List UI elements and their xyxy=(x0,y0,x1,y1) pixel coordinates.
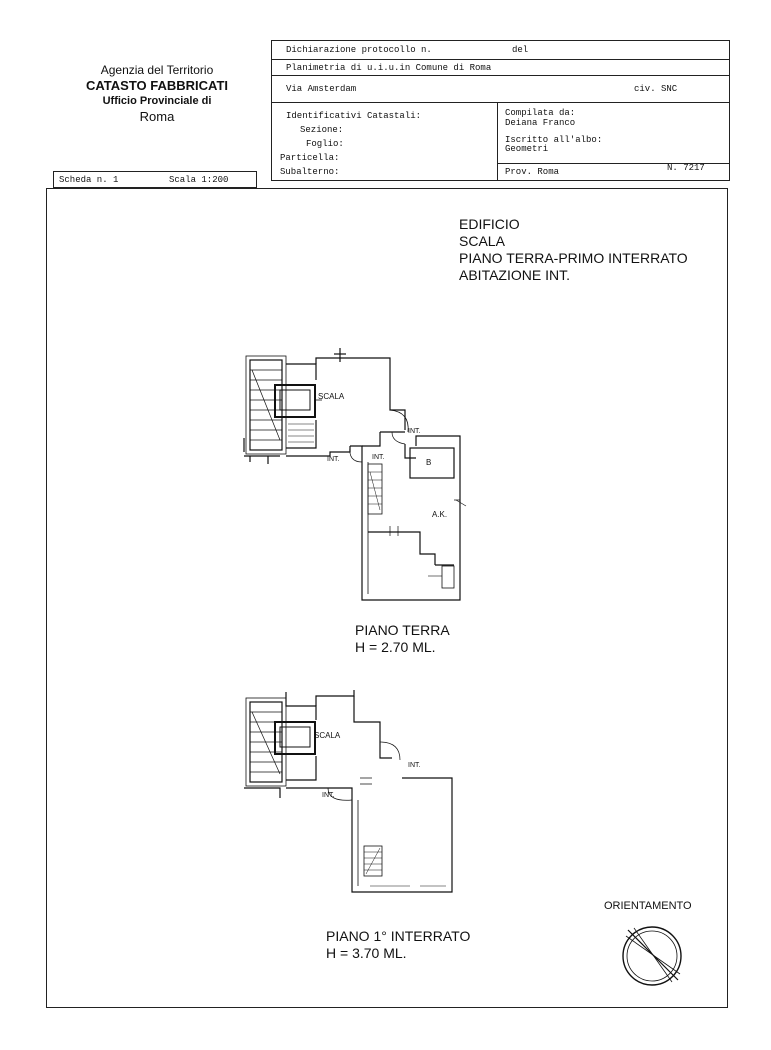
agency-office: Ufficio Provinciale di xyxy=(102,95,212,107)
orientation-label: ORIENTAMENTO xyxy=(604,900,692,912)
divider xyxy=(272,75,729,76)
subalterno-label: Subalterno: xyxy=(280,167,340,177)
plan2-scala-label: SCALA xyxy=(314,731,341,740)
stair-block xyxy=(249,359,283,451)
plan1-int-mid: INT. xyxy=(372,454,385,461)
address: Via Amsterdam xyxy=(286,84,357,94)
plan1-room-ak: A.K. xyxy=(432,510,448,519)
compilata-value: Deiana Franco xyxy=(505,118,576,128)
plan2-int-left: INT. xyxy=(322,792,335,799)
planimetria-label: Planimetria di u.i.u.in Comune di Roma xyxy=(286,63,492,73)
divider xyxy=(272,102,729,103)
title-edificio: EDIFICIO xyxy=(459,216,520,232)
title-floors: PIANO TERRA-PRIMO INTERRATO xyxy=(459,250,688,266)
stair-treads xyxy=(250,369,282,441)
divider xyxy=(497,163,729,164)
sezione-label: Sezione: xyxy=(300,125,344,135)
scheda-label: Scheda n. 1 xyxy=(59,175,119,185)
compass-icon xyxy=(622,926,682,986)
title-block: EDIFICIO SCALA PIANO TERRA-PRIMO INTERRA… xyxy=(459,216,688,284)
inner-stair xyxy=(367,463,383,515)
agency-block: Agenzia del Territorio CATASTO FABBRICAT… xyxy=(52,63,262,125)
plan1-room-b: B xyxy=(426,458,432,467)
plan1-int-right: INT. xyxy=(408,428,421,435)
agency-name: Agenzia del Territorio xyxy=(100,63,214,77)
drawing-frame xyxy=(46,188,728,1008)
room-b xyxy=(409,447,455,479)
identificativi-label: Identificativi Catastali: xyxy=(286,111,422,121)
kitchen-appliance xyxy=(441,565,455,589)
plan1-caption-height: H = 2.70 ML. xyxy=(355,639,436,655)
title-abitazione: ABITAZIONE INT. xyxy=(459,267,570,283)
elevator xyxy=(274,721,316,755)
header-box: Dichiarazione protocollo n. del Planimet… xyxy=(271,40,730,181)
plan1-caption-title: PIANO TERRA xyxy=(355,622,450,638)
floor-plan-basement xyxy=(244,690,453,893)
plan1-scala-label: SCALA xyxy=(318,392,345,401)
scheda-box: Scheda n. 1 Scala 1:200 xyxy=(53,171,257,188)
dichiarazione-label: Dichiarazione protocollo n. xyxy=(286,45,432,55)
plan1-caption: PIANO TERRA H = 2.70 ML. xyxy=(355,622,450,656)
scale-label: Scala 1:200 xyxy=(169,175,229,185)
iscritto-value: Geometri xyxy=(505,144,549,154)
registration-number: N. 7217 xyxy=(667,163,705,173)
province: Prov. Roma xyxy=(505,167,560,177)
iscritto-label: Iscritto all'albo: xyxy=(505,135,603,145)
agency-department: CATASTO FABBRICATI xyxy=(85,78,229,93)
title-scala: SCALA xyxy=(459,233,505,249)
particella-label: Particella: xyxy=(280,153,340,163)
divider xyxy=(272,59,729,60)
compilata-label: Compilata da: xyxy=(505,108,576,118)
elevator xyxy=(274,384,316,418)
plan1-int-left: INT. xyxy=(327,456,340,463)
plan2-int-right: INT. xyxy=(408,762,421,769)
plan2-caption-title: PIANO 1° INTERRATO xyxy=(326,928,471,944)
plan2-caption-height: H = 3.70 ML. xyxy=(326,945,407,961)
inner-stair xyxy=(363,845,383,877)
del-label: del xyxy=(512,45,529,55)
foglio-label: Foglio: xyxy=(306,139,344,149)
agency-city: Roma xyxy=(139,109,175,124)
floor-plan-ground xyxy=(243,348,467,601)
stair-treads xyxy=(250,711,282,775)
divider xyxy=(497,102,498,180)
civic-number: civ. SNC xyxy=(634,84,678,94)
plan2-caption: PIANO 1° INTERRATO H = 3.70 ML. xyxy=(326,928,470,962)
